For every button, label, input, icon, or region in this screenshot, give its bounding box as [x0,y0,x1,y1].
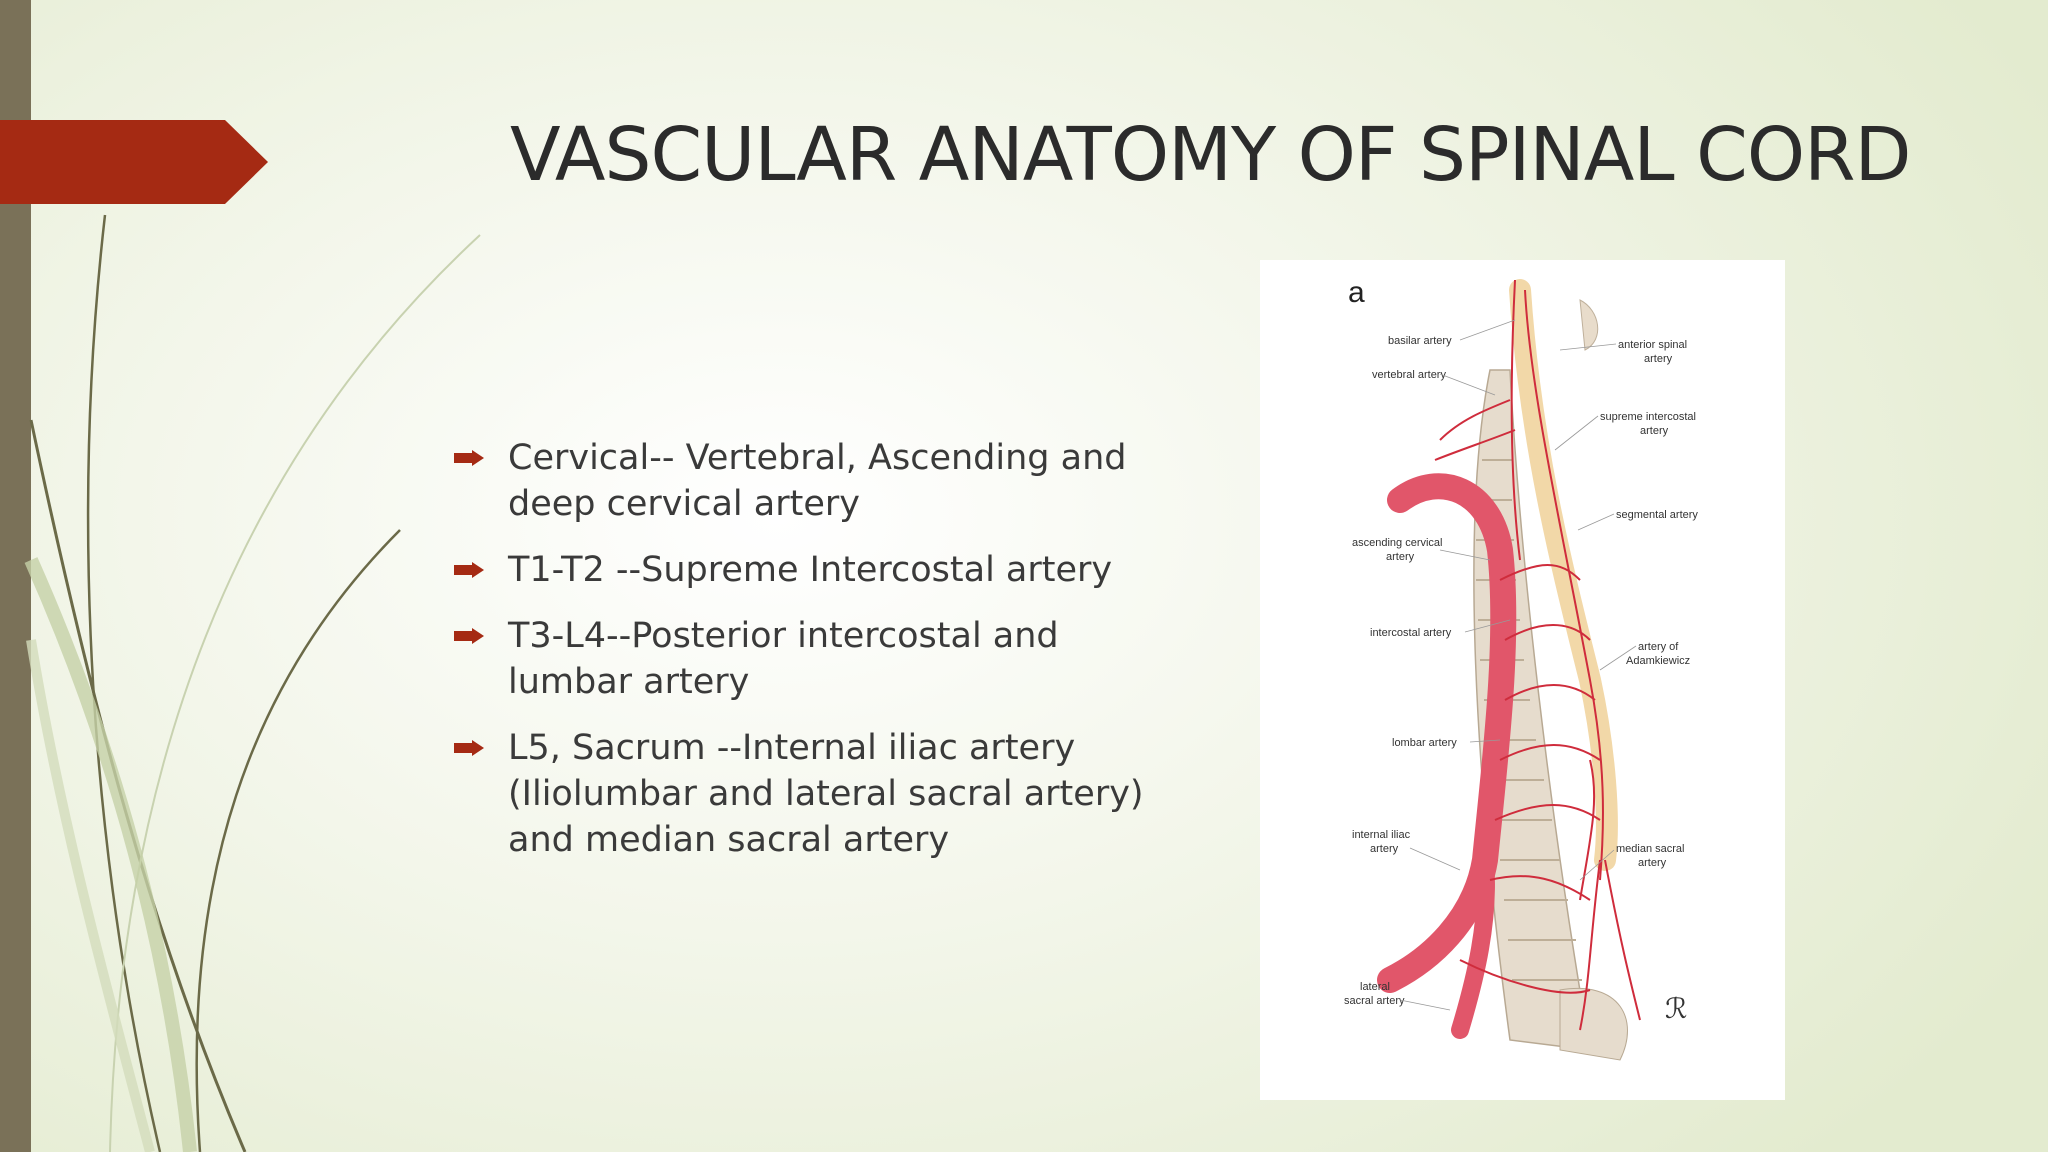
right-arrow-bullet-icon [454,450,484,466]
spinal-vascular-illustration: a basilar artery vertebral artery anteri… [1260,260,1785,1100]
figure-label: segmental artery [1616,509,1698,521]
panel-letter: a [1348,276,1365,309]
bullet-line: T1-T2 --Supreme Intercostal artery [508,550,1113,590]
figure-label: artery of [1638,641,1679,653]
spinal-cord [1509,279,1618,871]
figure-label: internal iliac [1352,829,1411,841]
bullet-item: L5, Sacrum --Internal iliac artery (Ilio… [450,725,1170,863]
figure-label: sacral artery [1344,995,1405,1007]
artist-signature-icon: ℛ [1665,992,1687,1025]
figure-label: ascending cervical [1352,537,1443,549]
figure-label: lombar artery [1392,737,1457,749]
figure-label: Adamkiewicz [1626,655,1690,667]
bullet-line: and median sacral artery [508,820,950,860]
right-arrow-bullet-icon [454,562,484,578]
bullet-item: T1-T2 --Supreme Intercostal artery [450,547,1170,593]
figure-label: basilar artery [1388,335,1452,347]
bullet-list: Cervical-- Vertebral, Ascending and deep… [450,435,1170,883]
right-arrow-bullet-icon [454,628,484,644]
figure-label: intercostal artery [1370,627,1452,639]
aorta [1377,473,1517,993]
bullet-item: Cervical-- Vertebral, Ascending and deep… [450,435,1170,527]
right-arrow-bullet-icon [454,740,484,756]
bullet-line: (Iliolumbar and lateral sacral artery) [508,774,1144,814]
bullet-line: L5, Sacrum --Internal iliac artery [508,728,1076,768]
bullet-line: deep cervical artery [508,484,860,524]
figure-label: vertebral artery [1372,369,1446,381]
figure-label: artery [1386,551,1415,563]
bullet-line: lumbar artery [508,662,750,702]
figure-label: anterior spinal [1618,339,1687,351]
figure-label: artery [1638,857,1667,869]
left-accent-bar [0,0,31,1152]
figure-label: artery [1640,425,1669,437]
figure-label: supreme intercostal [1600,411,1696,423]
bullet-item: T3-L4--Posterior intercostal and lumbar … [450,613,1170,705]
slide-title: VASCULAR ANATOMY OF SPINAL CORD [510,112,1911,198]
figure-label: median sacral [1616,843,1684,855]
arteries [1434,279,1641,1031]
figure-label: artery [1644,353,1673,365]
bullet-line: Cervical-- Vertebral, Ascending and [508,438,1127,478]
anatomy-drawing: a basilar artery vertebral artery anteri… [1344,276,1698,1061]
figure-label: lateral [1360,981,1390,993]
figure-label: artery [1370,843,1399,855]
bullet-line: T3-L4--Posterior intercostal and [508,616,1059,656]
